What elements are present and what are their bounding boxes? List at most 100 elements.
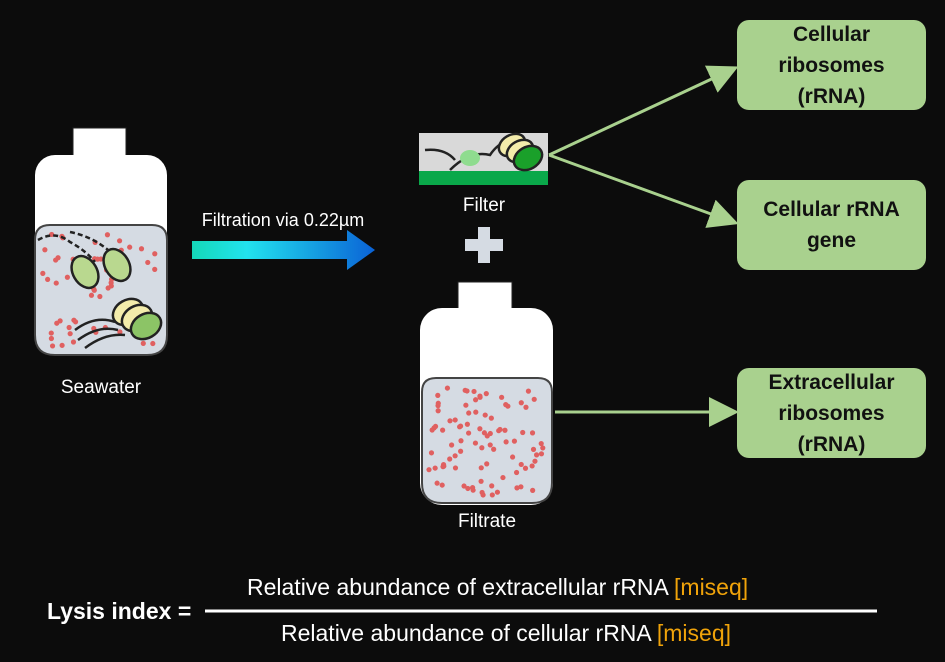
seawater-label: Seawater: [60, 377, 142, 398]
ribosome-dot: [529, 463, 535, 469]
ribosome-dot: [55, 255, 61, 261]
denominator-text: Relative abundance of cellular rRNA: [281, 620, 651, 646]
ribosome-dot: [97, 293, 103, 300]
filter-membrane: [419, 132, 548, 185]
ribosome-dot: [487, 442, 493, 448]
miseq-tag: [miseq]: [674, 574, 749, 600]
ribosome-dot: [477, 426, 483, 432]
ribosome-dot: [435, 392, 441, 398]
box-line: Cellular: [792, 22, 870, 46]
ribosome-dot: [489, 483, 495, 489]
ribosome-dot: [489, 492, 495, 498]
ribosome-dot: [452, 453, 458, 459]
ribosome-dot: [49, 231, 55, 238]
ribosome-dot: [452, 465, 459, 471]
ribosome-dot: [499, 394, 505, 400]
ribosome-dot: [531, 396, 537, 402]
miseq-tag: [miseq]: [656, 620, 732, 646]
ribosome-dot: [54, 320, 60, 326]
ribosome-dot: [152, 251, 158, 257]
ribosome-dot: [478, 465, 484, 471]
ribosome-dot: [66, 324, 72, 331]
ribosome-dot: [435, 408, 441, 414]
lysis-index-label: Lysis index =: [47, 598, 192, 624]
ribosome-dot: [426, 467, 432, 473]
seawater-bottle: [34, 127, 168, 356]
box-line: (rRNA): [797, 432, 866, 456]
numerator-text: Relative abundance of extracellular rRNA: [247, 574, 668, 600]
bottle-cap: [72, 127, 127, 157]
ribosome-dot: [138, 246, 145, 252]
ribosome-dot: [480, 492, 486, 498]
ribosome-dot: [520, 429, 526, 436]
ribosome-dot: [127, 244, 133, 250]
ribosome-dot: [511, 438, 518, 444]
ribosome-dot: [488, 415, 494, 421]
ribosome-dot: [42, 247, 48, 253]
ribosome-dot: [529, 430, 536, 436]
ribosome-dot: [482, 412, 488, 418]
filtration-label: Filtration via 0.22µm: [201, 210, 365, 230]
ribosome-dot: [444, 385, 451, 391]
ribosome-dot: [70, 339, 77, 345]
ribosome-dot: [471, 388, 477, 395]
ribosome-dot: [429, 427, 435, 433]
ribosome-dot: [494, 489, 501, 495]
ribosome-dot: [497, 426, 503, 433]
ribosome-dot: [464, 421, 470, 427]
box-line: Extracellular: [768, 370, 895, 394]
ribosome-dot: [533, 452, 540, 458]
filtration-arrow-icon: [192, 230, 375, 270]
ribosome-dot: [502, 427, 508, 433]
ribosome-dot: [465, 485, 471, 492]
ribosome-dot: [461, 483, 467, 489]
box-line: Cellular rRNA: [763, 198, 900, 221]
ribosome-dot: [530, 446, 537, 452]
ribosome-dot: [503, 439, 509, 445]
ribosome-dot: [449, 442, 455, 448]
ribosome-dot: [152, 266, 158, 272]
ribosome-dot: [510, 454, 516, 460]
ribosome-dot: [88, 292, 95, 298]
filtrate-label: Filtrate: [457, 511, 517, 532]
filter-label: Filter: [462, 195, 506, 216]
ribosome-dot: [434, 480, 440, 486]
ribosome-dot: [525, 388, 532, 394]
ribosome-dot: [67, 331, 73, 337]
ribosome-dot: [514, 485, 520, 491]
ribosome-dot: [466, 410, 472, 416]
ribosome-dot: [463, 402, 469, 408]
ribosome-dot: [473, 409, 479, 415]
ribosome-dot: [452, 417, 458, 423]
ribosome-dot: [71, 317, 77, 323]
ribosome-dots: [426, 385, 546, 498]
arrow-to-cellular-gene: [548, 153, 739, 228]
ribosome-dot: [491, 446, 497, 452]
ribosome-dot: [117, 329, 123, 335]
ribosome-dot: [466, 430, 472, 436]
box-line: ribosomes: [778, 53, 885, 77]
ribosome-dot: [513, 469, 520, 476]
ribosome-dot: [53, 280, 59, 286]
ribosome-dot: [140, 340, 146, 346]
ribosome-dot: [150, 340, 156, 347]
ribosome-dot: [457, 423, 464, 429]
ribosome-dot: [532, 458, 538, 464]
ribosome-dot: [116, 238, 123, 244]
ribosome-dot: [48, 335, 54, 342]
ribosome-dot: [48, 330, 54, 336]
ribosome-dot: [484, 461, 490, 467]
ribosome-dot: [59, 342, 65, 348]
ribosome-dot: [538, 440, 544, 447]
ribosome-dot: [518, 400, 524, 406]
bacteria-cells-icon: [37, 230, 163, 350]
ribosome-dot: [440, 427, 446, 433]
ribosome-dot: [439, 482, 445, 488]
ribosome-dot: [104, 232, 111, 238]
ribosome-dot: [500, 474, 506, 481]
ribosome-dot: [94, 256, 101, 262]
box-line: (rRNA): [797, 84, 866, 108]
